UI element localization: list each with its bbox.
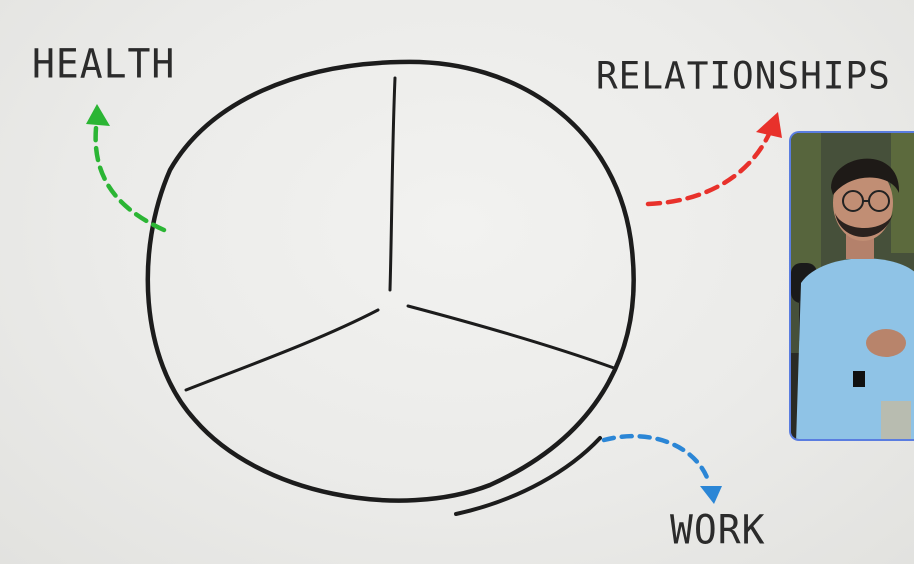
health-arrow-line	[93, 125, 167, 233]
work-arrowhead	[700, 486, 722, 504]
divider-top	[388, 76, 397, 292]
relationships-arrow-line	[645, 129, 773, 207]
relationships-arrowhead	[756, 112, 782, 138]
relationships-label: RELATIONSHIPS	[596, 54, 891, 99]
work-arrow-line	[601, 434, 711, 483]
divider-right	[406, 304, 616, 370]
health-arrowhead	[86, 104, 110, 126]
life-circle	[145, 59, 636, 503]
presenter-webcam-overlay	[789, 131, 914, 441]
presenter-video	[791, 133, 914, 439]
health-label: HEALTH	[32, 40, 176, 88]
divider-left	[184, 308, 380, 392]
circle-overshoot-stroke	[454, 436, 602, 516]
work-label: WORK	[670, 506, 766, 554]
